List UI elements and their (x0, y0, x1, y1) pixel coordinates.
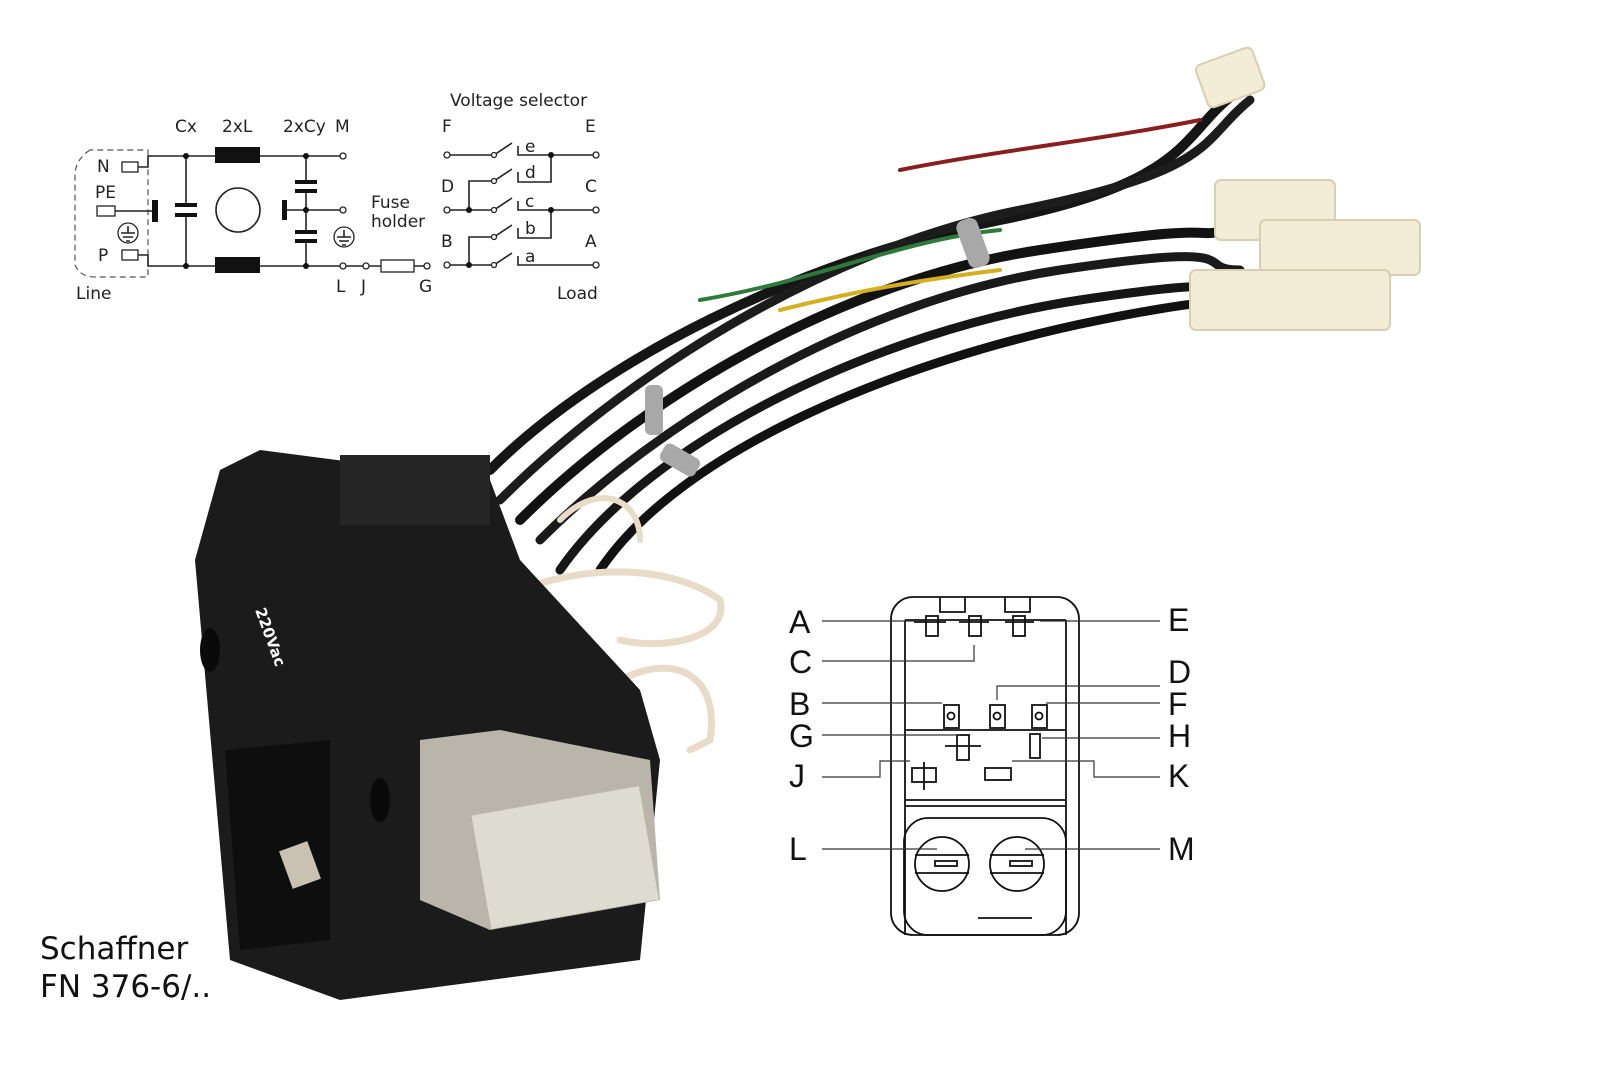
label-d: D (441, 177, 454, 197)
label-c: C (585, 177, 597, 197)
pin-g: G (789, 718, 814, 754)
label-l: L (336, 277, 346, 297)
model-number: FN 376-6/.. (40, 969, 212, 1005)
label-m: M (335, 117, 350, 137)
product-caption: Schaffner FN 376-6/.. (40, 930, 211, 1006)
ground-icon (333, 226, 355, 248)
label-cx: Cx (175, 117, 197, 137)
pin-a: A (789, 604, 811, 640)
cable-ties (645, 217, 990, 477)
label-load: Load (557, 284, 598, 304)
ground-icon (117, 222, 139, 244)
label-2xl: 2xL (222, 117, 253, 137)
pin-m: M (1168, 831, 1195, 867)
label-g: G (419, 277, 432, 297)
label-line: Line (76, 284, 111, 304)
label-e: E (585, 117, 596, 137)
pin-e: E (1168, 602, 1189, 638)
pin-d: D (1168, 654, 1191, 690)
label-holder: holder (371, 212, 425, 232)
label-2xcy: 2xCy (283, 117, 326, 137)
switch-a: a (525, 247, 535, 267)
label-b: B (441, 232, 453, 252)
pin-h: H (1168, 718, 1191, 754)
voltage-selector: Voltage selector F E D C B A Load e d c … (441, 91, 600, 304)
connector-housings (1189, 46, 1421, 331)
selector-title: Voltage selector (450, 91, 587, 111)
label-p: P (98, 246, 108, 266)
line-inlet-outline (74, 149, 149, 278)
label-n: N (97, 157, 110, 177)
pin-l: L (789, 831, 807, 867)
pin-k: K (1168, 758, 1189, 794)
pin-c: C (789, 644, 812, 680)
label-pe: PE (95, 183, 116, 203)
label-j: J (360, 277, 366, 297)
switch-d: d (525, 163, 536, 183)
pin-f: F (1168, 686, 1188, 722)
manufacturer-name: Schaffner (40, 931, 189, 967)
pin-b: B (789, 686, 810, 722)
label-f: F (442, 117, 452, 137)
label-fuse: Fuse (371, 193, 410, 213)
switch-b: b (525, 219, 536, 239)
switch-c: c (525, 192, 534, 212)
switch-e: e (525, 137, 535, 157)
filter-body: 220Vac (195, 450, 660, 1000)
pin-j: J (789, 758, 805, 794)
label-a: A (585, 232, 597, 252)
